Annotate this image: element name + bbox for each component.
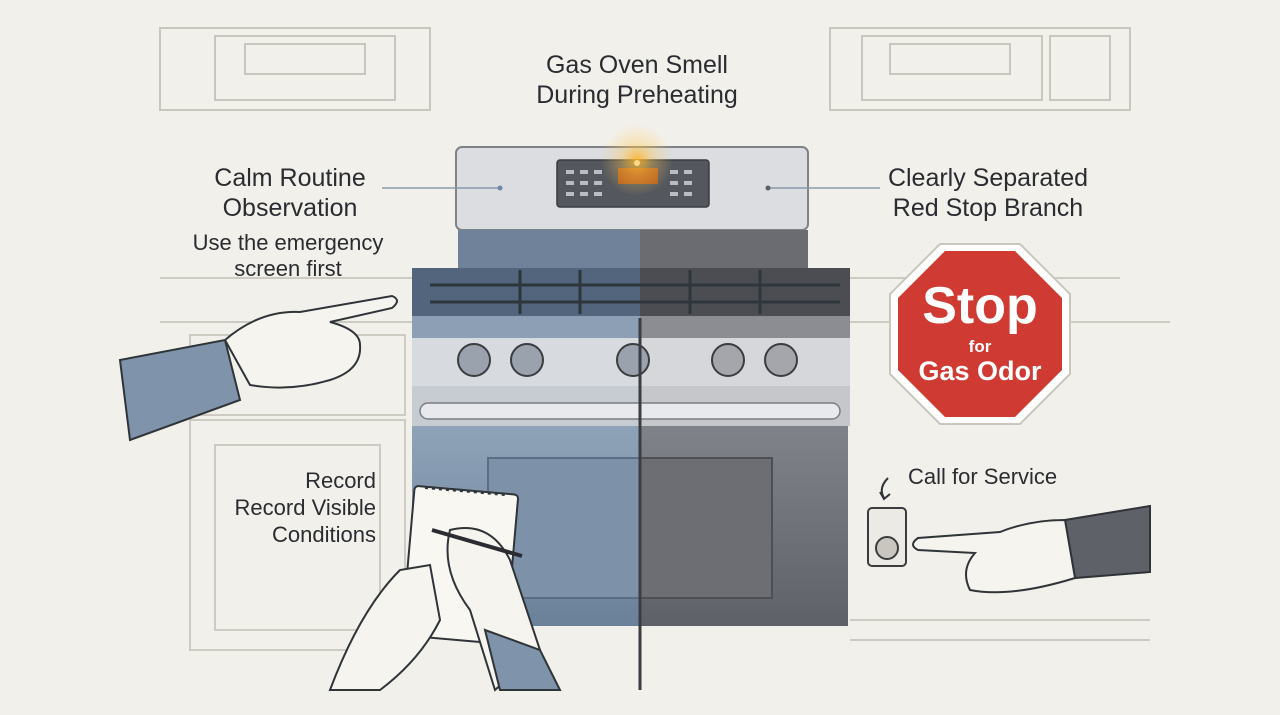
control-knobs <box>457 343 798 377</box>
record-conditions-label: Record Record Visible Conditions <box>200 468 376 548</box>
emergency-note: Use the emergency screen first <box>180 230 396 283</box>
stop-sign-for: for <box>968 337 992 356</box>
calm-heading-line-1: Calm Routine <box>214 164 366 192</box>
calm-heading-line-2: Observation <box>222 194 358 222</box>
notepad-illustration <box>328 485 562 692</box>
record-line-3: Conditions <box>272 521 376 547</box>
stop-sign-shape <box>889 243 1071 425</box>
wall-outlet-icon <box>867 507 907 567</box>
pointing-hand-left <box>118 294 398 442</box>
upper-cabinet-right <box>829 27 1131 111</box>
oven-handle <box>419 402 841 420</box>
title-line-2: During Preheating <box>536 81 738 109</box>
red-stop-heading: Clearly Separated Red Stop Branch <box>878 163 1098 223</box>
emergency-note-line-2: screen first <box>234 256 342 282</box>
calm-routine-heading: Calm Routine Observation <box>190 163 390 223</box>
red-stop-heading-line-2: Red Stop Branch <box>892 194 1084 222</box>
title-label: Gas Oven Smell During Preheating <box>512 50 762 110</box>
title-line-1: Gas Oven Smell <box>545 51 728 79</box>
upper-cabinet-left <box>159 27 431 111</box>
red-stop-heading-line-1: Clearly Separated <box>887 164 1089 192</box>
stop-sign-gas-odor: Gas Odor <box>918 356 1042 386</box>
call-for-service-label: Call for Service <box>908 464 1058 489</box>
stove-right-half <box>639 230 850 626</box>
emergency-note-line-1: Use the emergency <box>192 230 384 255</box>
service-arrow-icon <box>879 477 891 501</box>
record-line-1: Record <box>305 468 376 493</box>
stop-sign-word: Stop <box>922 277 1038 335</box>
lower-cabinet-right <box>850 619 1150 641</box>
record-line-2: Record Visible <box>234 494 376 520</box>
pointing-hand-right <box>912 504 1151 594</box>
burner-grates <box>430 270 840 314</box>
